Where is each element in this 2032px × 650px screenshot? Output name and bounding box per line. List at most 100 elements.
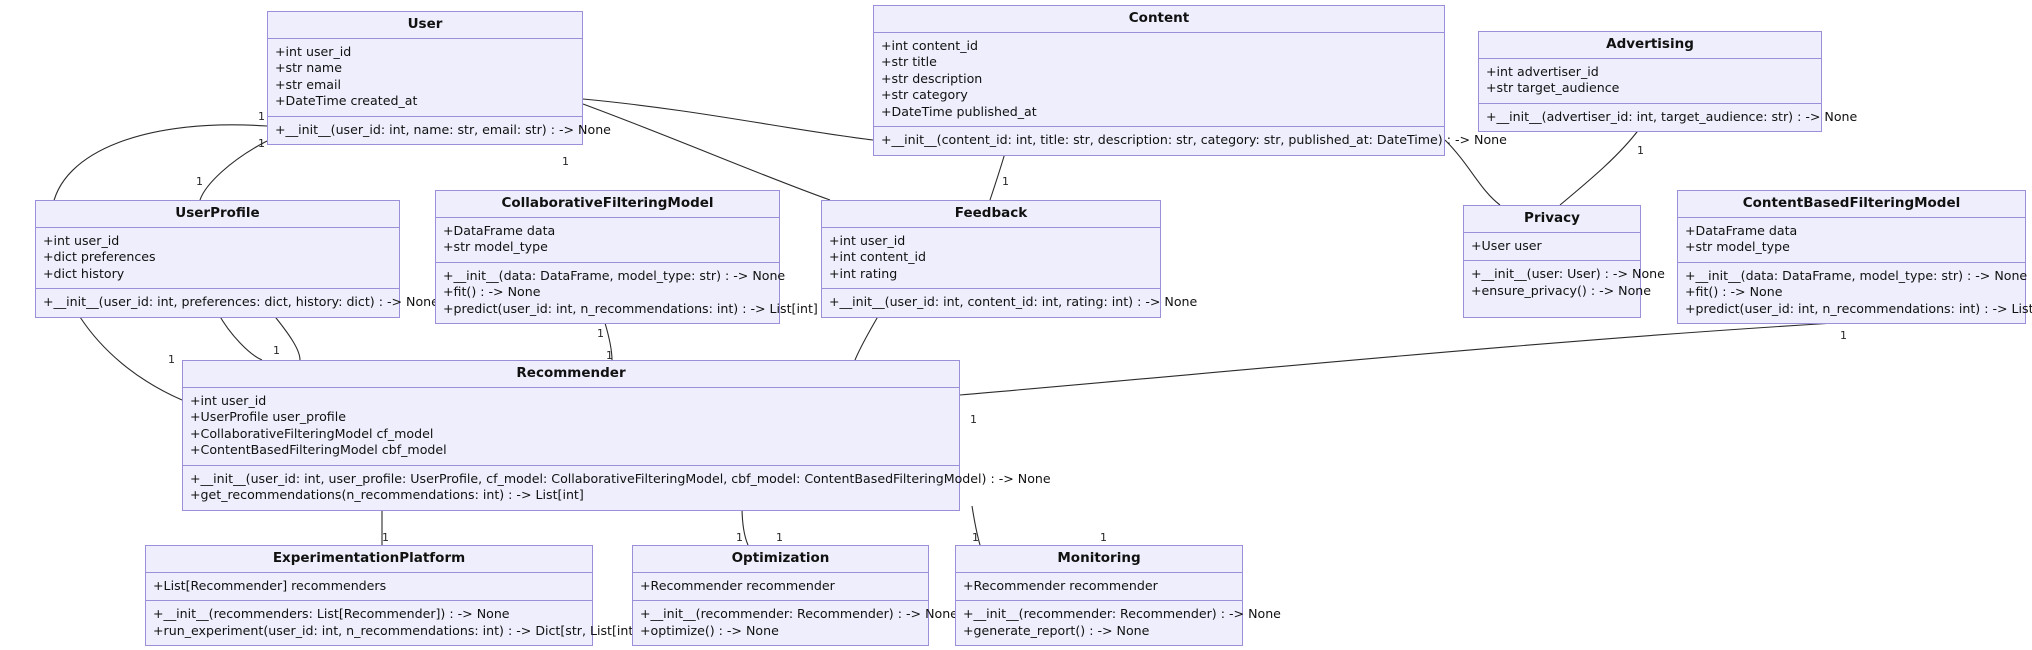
attribute-row: +List[Recommender] recommenders <box>153 577 387 593</box>
attribute-row: +ContentBasedFilteringModel cbf_model <box>190 442 447 458</box>
multiplicity-label: 1 <box>970 413 977 426</box>
attribute-row: +DateTime created_at <box>275 93 418 109</box>
attribute-row: +CollaborativeFilteringModel cf_model <box>190 425 434 441</box>
method-row: +__init__(user_id: int, preferences: dic… <box>43 294 439 310</box>
attributes-compartment-feedback: +int user_id+int content_id+int rating <box>822 228 1160 290</box>
multiplicity-label: 1 <box>1100 531 1107 544</box>
association-edge <box>1444 139 1501 206</box>
attribute-row: +dict history <box>43 265 125 281</box>
attributes-compartment-monitoring: +Recommender recommender <box>956 573 1242 602</box>
attribute-row: +User user <box>1471 237 1542 253</box>
attribute-row: +int content_id <box>829 249 926 265</box>
multiplicity-label: 1 <box>1002 175 1009 188</box>
method-row: +__init__(data: DataFrame, model_type: s… <box>1685 267 2028 283</box>
class-name-monitoring: Monitoring <box>956 546 1242 573</box>
method-row: +__init__(data: DataFrame, model_type: s… <box>443 267 786 283</box>
association-edge <box>854 312 881 361</box>
class-name-advertising: Advertising <box>1479 32 1821 59</box>
method-row: +get_recommendations(n_recommendations: … <box>190 487 584 503</box>
attribute-row: +str target_audience <box>1486 80 1620 96</box>
method-row: +__init__(content_id: int, title: str, d… <box>881 132 1507 148</box>
attributes-compartment-user: +int user_id+str name+str email+DateTime… <box>268 39 582 117</box>
attributes-compartment-optimization: +Recommender recommender <box>633 573 928 602</box>
class-name-optimization: Optimization <box>633 546 928 573</box>
class-box-content[interactable]: Content+int content_id+str title+str des… <box>873 5 1507 156</box>
attribute-row: +UserProfile user_profile <box>190 409 346 425</box>
methods-compartment-monitoring: +__init__(recommender: Recommender) : ->… <box>956 601 1281 645</box>
multiplicity-label: 1 <box>1840 329 1847 342</box>
association-edge <box>217 312 263 361</box>
attributes-compartment-cbfmodel: +DataFrame data+str model_type <box>1678 218 2025 263</box>
methods-compartment-optimization: +__init__(recommender: Recommender) : ->… <box>633 601 958 645</box>
class-name-cfmodel: CollaborativeFilteringModel <box>436 191 779 218</box>
class-box-recommender[interactable]: Recommender+int user_id+UserProfile user… <box>182 360 1051 511</box>
attribute-row: +int content_id <box>881 37 978 53</box>
class-name-user: User <box>268 12 582 39</box>
attribute-row: +Recommender recommender <box>640 577 835 593</box>
attribute-row: +int advertiser_id <box>1486 63 1599 79</box>
methods-compartment-userprofile: +__init__(user_id: int, preferences: dic… <box>36 289 439 317</box>
association-edge <box>582 98 874 141</box>
method-row: +optimize() : -> None <box>640 622 779 638</box>
methods-compartment-recommender: +__init__(user_id: int, user_profile: Us… <box>183 466 1051 510</box>
methods-compartment-privacy: +__init__(user: User) : -> None+ensure_p… <box>1464 261 1665 305</box>
class-box-cfmodel[interactable]: CollaborativeFilteringModel+DataFrame da… <box>435 190 818 325</box>
class-name-cbfmodel: ContentBasedFilteringModel <box>1678 191 2025 218</box>
multiplicity-label: 1 <box>736 531 743 544</box>
association-edge <box>199 140 268 201</box>
class-name-experimentation: ExperimentationPlatform <box>146 546 592 573</box>
attributes-compartment-recommender: +int user_id+UserProfile user_profile+Co… <box>183 388 959 466</box>
class-box-user[interactable]: User+int user_id+str name+str email+Date… <box>267 11 611 146</box>
method-row: +__init__(recommender: Recommender) : ->… <box>963 606 1281 622</box>
multiplicity-label: 1 <box>972 531 979 544</box>
multiplicity-label: 1 <box>273 344 280 357</box>
method-row: +generate_report() : -> None <box>963 622 1150 638</box>
method-row: +ensure_privacy() : -> None <box>1471 282 1652 298</box>
methods-compartment-feedback: +__init__(user_id: int, content_id: int,… <box>822 289 1197 317</box>
class-box-monitoring[interactable]: Monitoring +Recommender recommender +__ini… <box>955 545 1281 647</box>
attributes-compartment-advertising: +int advertiser_id+str target_audience <box>1479 59 1821 104</box>
attribute-row: +int user_id <box>829 232 906 248</box>
method-row: +__init__(user: User) : -> None <box>1471 266 1665 282</box>
attribute-row: +int user_id <box>275 43 352 59</box>
methods-compartment-experimentation: +__init__(recommenders: List[Recommender… <box>146 601 643 645</box>
class-box-privacy[interactable]: Privacy +User user +__init__(user: User) :… <box>1463 205 1665 318</box>
attribute-row: +DateTime published_at <box>881 103 1037 119</box>
attributes-compartment-cfmodel: +DataFrame data+str model_type <box>436 218 779 263</box>
multiplicity-label: 1 <box>258 110 265 123</box>
method-row: +__init__(user_id: int, user_profile: Us… <box>190 470 1051 486</box>
multiplicity-label: 1 <box>258 137 265 150</box>
class-name-content: Content <box>874 6 1444 33</box>
class-name-userprofile: UserProfile <box>36 201 399 228</box>
association-edge <box>1559 127 1641 206</box>
attribute-row: +DataFrame data <box>443 222 556 238</box>
class-name-privacy: Privacy <box>1464 206 1640 233</box>
method-row: +__init__(advertiser_id: int, target_aud… <box>1486 108 1858 124</box>
attributes-compartment-experimentation: +List[Recommender] recommenders <box>146 573 592 602</box>
method-row: +fit() : -> None <box>1685 284 1783 300</box>
class-box-optimization[interactable]: Optimization +Recommender recommender +__i… <box>632 545 958 647</box>
class-box-feedback[interactable]: Feedback+int user_id+int content_id+int … <box>821 200 1197 318</box>
multiplicity-label: 1 <box>776 531 783 544</box>
association-edge <box>959 322 1836 396</box>
class-box-advertising[interactable]: Advertising+int advertiser_id+str target… <box>1478 31 1858 133</box>
multiplicity-label: 1 <box>1637 144 1644 157</box>
attribute-row: +str model_type <box>1685 239 1790 255</box>
method-row: +__init__(recommender: Recommender) : ->… <box>640 606 958 622</box>
class-name-recommender: Recommender <box>183 361 959 388</box>
attribute-row: +str category <box>881 87 968 103</box>
method-row: +__init__(recommenders: List[Recommender… <box>153 606 510 622</box>
method-row: +predict(user_id: int, n_recommendations… <box>1685 300 2032 316</box>
multiplicity-label: 1 <box>382 531 389 544</box>
attribute-row: +int user_id <box>190 392 267 408</box>
class-box-cbfmodel[interactable]: ContentBasedFilteringModel+DataFrame dat… <box>1677 190 2032 325</box>
association-edge <box>582 103 831 201</box>
methods-compartment-advertising: +__init__(advertiser_id: int, target_aud… <box>1479 104 1858 132</box>
class-box-userprofile[interactable]: UserProfile+int user_id+dict preferences… <box>35 200 439 318</box>
methods-compartment-user: +__init__(user_id: int, name: str, email… <box>268 117 611 145</box>
methods-compartment-cfmodel: +__init__(data: DataFrame, model_type: s… <box>436 263 818 324</box>
class-box-experimentation[interactable]: ExperimentationPlatform +List[Recommender… <box>145 545 643 647</box>
attribute-row: +str email <box>275 76 341 92</box>
attribute-row: +Recommender recommender <box>963 577 1158 593</box>
